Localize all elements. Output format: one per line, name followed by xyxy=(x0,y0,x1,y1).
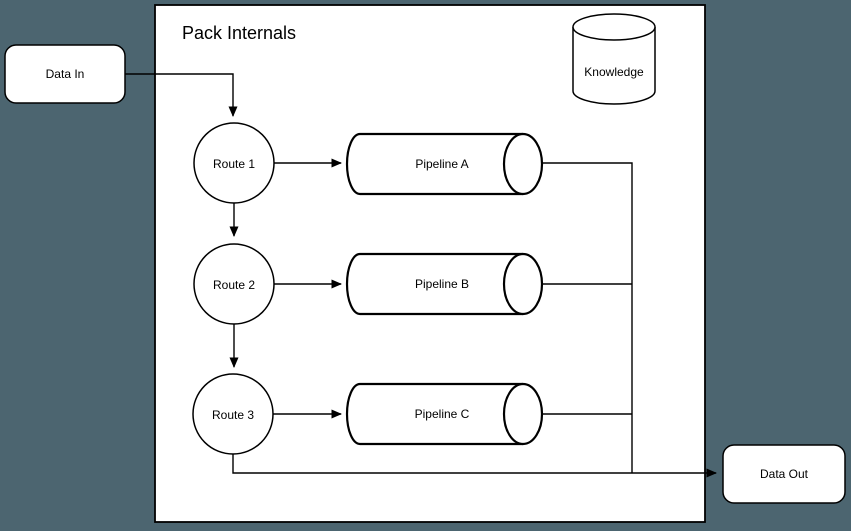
pipeline-b-body xyxy=(345,252,523,316)
pipeline-a-node: Pipeline A xyxy=(345,132,544,196)
edge-data-in-to-route-1 xyxy=(125,73,238,117)
route-1-label: Route 1 xyxy=(213,157,255,171)
route-2-node: Route 2 xyxy=(193,243,275,325)
pipeline-c-label: Pipeline C xyxy=(415,407,470,421)
data-out-label: Data Out xyxy=(760,467,809,481)
data-out-node: Data Out xyxy=(722,444,846,504)
pipeline-a-body xyxy=(345,132,523,196)
data-in-node: Data In xyxy=(4,44,126,104)
knowledge-label: Knowledge xyxy=(584,65,644,79)
pipeline-c-body xyxy=(345,382,523,446)
route-1-shape xyxy=(193,122,275,204)
route-3-shape xyxy=(192,373,274,455)
edge-pipeline-a-to-collector xyxy=(542,162,633,473)
database-cylinder-top xyxy=(572,13,656,41)
pipeline-c-node: Pipeline C xyxy=(345,382,544,446)
pipeline-a-label: Pipeline A xyxy=(415,157,468,171)
knowledge-node: Knowledge xyxy=(572,13,656,105)
pipeline-b-node: Pipeline B xyxy=(345,252,544,316)
route-3-node: Route 3 xyxy=(192,373,274,455)
edge-route-3-to-data-out xyxy=(232,454,717,478)
route-2-shape xyxy=(193,243,275,325)
data-in-shape xyxy=(4,44,126,104)
route-1-node: Route 1 xyxy=(193,122,275,204)
pack-internals-title: Pack Internals xyxy=(182,23,296,43)
pipeline-b-label: Pipeline B xyxy=(415,277,469,291)
route-2-label: Route 2 xyxy=(213,278,255,292)
database-cylinder-body xyxy=(572,27,656,105)
data-in-label: Data In xyxy=(46,67,85,81)
edge-layer xyxy=(125,73,717,478)
data-out-shape xyxy=(722,444,846,504)
pipeline-b-cap xyxy=(502,252,544,316)
pipeline-a-cap xyxy=(502,132,544,196)
route-3-label: Route 3 xyxy=(212,408,254,422)
pipeline-c-cap xyxy=(502,382,544,446)
